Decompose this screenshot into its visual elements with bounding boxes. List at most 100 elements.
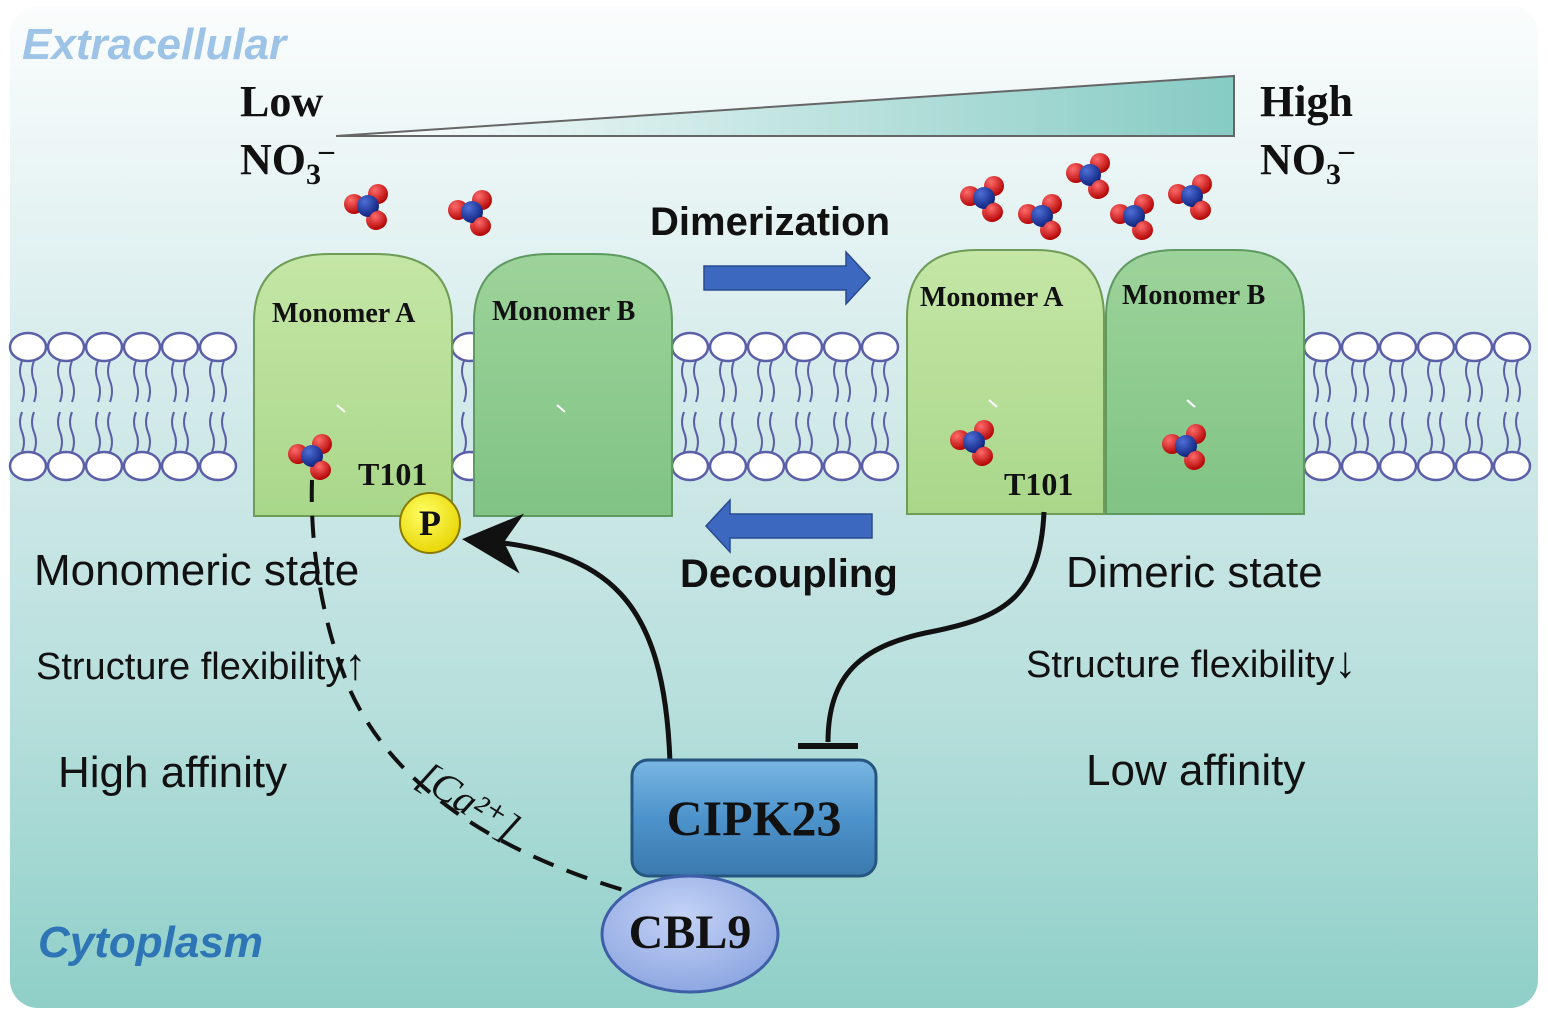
right-monomer-b-label: Monomer B — [1122, 280, 1266, 311]
lipid-tail — [133, 360, 139, 403]
nitrogen-atom — [1175, 435, 1197, 457]
nitrate-molecule — [960, 176, 1004, 222]
cipk23-label: CIPK23 — [666, 790, 842, 846]
lipid-tail — [719, 360, 725, 403]
low-word: Low — [240, 77, 324, 126]
lipid-tail — [1503, 411, 1509, 453]
lipid-tail — [1313, 411, 1319, 453]
tick-mark — [988, 399, 998, 408]
lipid-tail — [757, 411, 763, 453]
nitrogen-atom — [461, 201, 483, 223]
right-flexibility-text: Structure flexibility — [1026, 644, 1335, 686]
nitrogen-atom — [1079, 164, 1101, 186]
lipid-head — [1416, 450, 1456, 482]
lipid-tail — [1427, 411, 1433, 453]
oxygen-atom — [975, 447, 993, 465]
lipid-tail — [1389, 360, 1395, 403]
lipid-head — [1340, 331, 1380, 363]
lipid-head — [1492, 331, 1532, 363]
nitrate-molecule — [1066, 153, 1110, 199]
lipid-head — [822, 450, 862, 482]
low-nitrate-formula: NO3– — [240, 136, 334, 190]
nitrogen-atom — [1123, 205, 1145, 227]
lipid-head — [8, 450, 48, 482]
oxygen-atom — [1135, 221, 1153, 239]
lipid-tail — [757, 360, 763, 403]
lipid-tail — [1363, 411, 1369, 453]
lipid-head — [1492, 450, 1532, 482]
nitrate-molecule — [1110, 194, 1154, 240]
nitrate-molecule — [950, 420, 994, 466]
right-monomer-a-label: Monomer A — [920, 282, 1064, 313]
lipid-tail — [1465, 360, 1471, 403]
lipid-tail — [1477, 411, 1483, 453]
lipid-tail — [731, 411, 737, 453]
lipid-head — [784, 331, 824, 363]
cbl9-label: CBL9 — [628, 906, 752, 959]
right-monomer-b-body — [1105, 249, 1305, 515]
lipid-head — [1340, 450, 1380, 482]
lipid-head — [860, 331, 900, 363]
lipid-tail — [795, 411, 801, 453]
lipid-tail — [461, 411, 467, 453]
oxygen-atom — [1187, 451, 1205, 469]
lipid-head — [822, 331, 862, 363]
cbl9-ellipse — [600, 874, 780, 994]
lipid-tail — [57, 360, 63, 403]
left-flexibility-label: Structure flexibility↑ — [36, 640, 366, 690]
left-flexibility-text: Structure flexibility — [36, 646, 345, 688]
tick-mark — [556, 404, 566, 413]
calcium-signal-path — [309, 479, 631, 894]
lipid-tail — [95, 411, 101, 453]
lipid-head — [46, 331, 86, 363]
nitrogen-atom — [963, 431, 985, 453]
tick-mark — [336, 404, 346, 413]
lipid-tail — [693, 360, 699, 403]
lipid-tail — [183, 411, 189, 453]
lipid-tail — [183, 360, 189, 403]
lipid-tail — [883, 360, 889, 403]
ion-subscript: 3 — [306, 158, 321, 191]
lipid-head — [860, 450, 900, 482]
lipid-tail — [1389, 411, 1395, 453]
decoupling-arrow — [704, 498, 873, 554]
lipid-tail — [1325, 360, 1331, 403]
lipid-tail — [31, 411, 37, 453]
lipid-head — [670, 331, 710, 363]
oxygen-atom — [1193, 201, 1211, 219]
left-monomer-b-body — [473, 253, 673, 517]
lipid-head — [708, 331, 748, 363]
inhibition-line — [825, 511, 1047, 743]
lipid-tail — [133, 411, 139, 453]
nitrate-molecule — [448, 190, 492, 236]
oxygen-atom — [1043, 221, 1061, 239]
lipid-tail — [845, 360, 851, 403]
lipid-tail — [221, 360, 227, 403]
lipid-tail — [1439, 360, 1445, 403]
lipid-tail — [769, 411, 775, 453]
lipid-head — [1378, 331, 1418, 363]
lipid-tail — [31, 360, 37, 403]
extracellular-label: Extracellular — [22, 20, 287, 69]
lipid-tail — [1439, 411, 1445, 453]
lipid-tail — [681, 411, 687, 453]
low-affinity-label: Low affinity — [1086, 746, 1306, 795]
lipid-tail — [1325, 411, 1331, 453]
lipid-head — [784, 450, 824, 482]
lipid-tail — [719, 411, 725, 453]
lipid-tail — [221, 411, 227, 453]
lipid-head — [122, 331, 162, 363]
monomeric-state-label: Monomeric state — [34, 546, 360, 595]
lipid-head — [746, 450, 786, 482]
lipid-head — [198, 331, 238, 363]
lipid-tail — [883, 411, 889, 453]
lipid-head — [160, 331, 200, 363]
lipid-head — [746, 331, 786, 363]
lipid-head — [1302, 331, 1342, 363]
lipid-tail — [1515, 360, 1521, 403]
lipid-tail — [845, 411, 851, 453]
high-nitrate-label: High NO3– — [1260, 80, 1354, 190]
lipid-tail — [731, 360, 737, 403]
lipid-tail — [461, 360, 467, 403]
